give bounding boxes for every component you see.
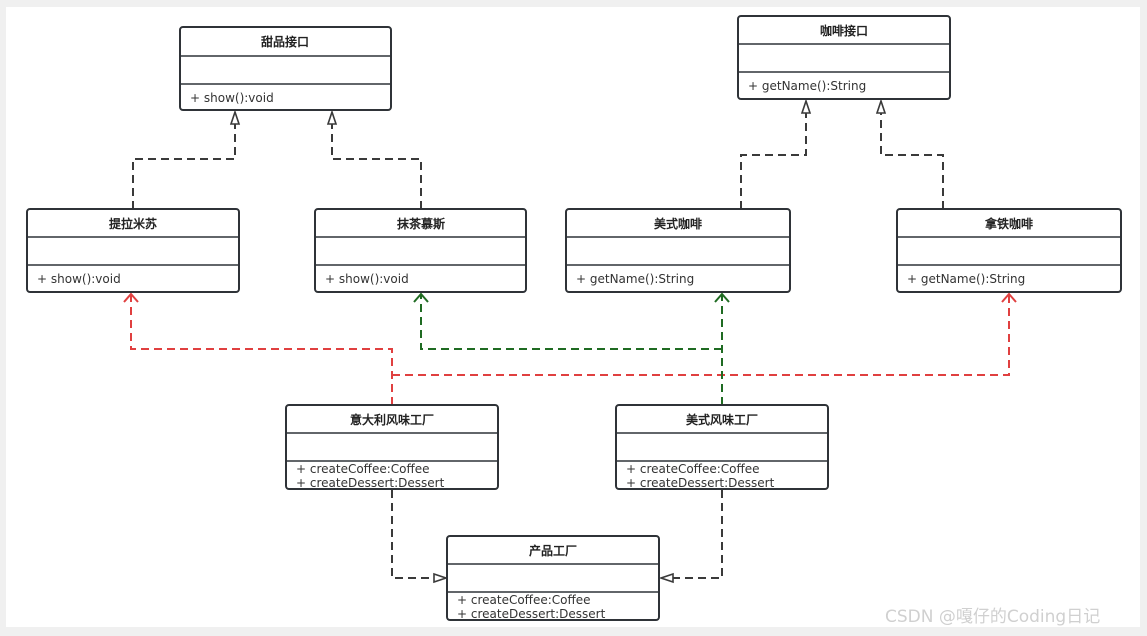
realization-latte: [880, 113, 944, 209]
class-name: 美式风味工厂: [686, 412, 758, 427]
class-matcha-mousse[interactable]: 抹茶慕斯 + show():void: [314, 208, 527, 293]
class-latte[interactable]: 拿铁咖啡 + getName():String: [896, 208, 1122, 293]
open-arrow-icon: [1001, 292, 1017, 303]
connectors: [123, 98, 1017, 584]
method: + createDessert:Dessert: [296, 476, 445, 490]
class-italian-factory[interactable]: 意大利风味工厂 + createCoffee:Coffee + createDe…: [285, 404, 499, 490]
class-name: 抹茶慕斯: [397, 216, 445, 231]
method: + getName():String: [748, 79, 866, 93]
diagram-background: [6, 7, 1140, 627]
watermark: CSDN @嘎仔的Coding日记: [885, 607, 1100, 627]
realization-italian-factory: [391, 490, 434, 579]
method: + createCoffee:Coffee: [457, 593, 591, 607]
method: + createDessert:Dessert: [626, 476, 775, 490]
hollow-arrow-icon: [800, 98, 812, 114]
method: + show():void: [325, 272, 409, 286]
class-name: 拿铁咖啡: [984, 216, 1033, 231]
class-dessert-interface[interactable]: 甜品接口 + show():void: [179, 26, 392, 111]
realization-american-factory: [673, 490, 723, 579]
method: + createDessert:Dessert: [457, 607, 606, 621]
method: + getName():String: [907, 272, 1025, 286]
class-name: 咖啡接口: [820, 23, 868, 38]
hollow-arrow-icon: [658, 572, 674, 584]
realization-matcha: [331, 124, 422, 209]
dependency-italian-latte: [392, 295, 1010, 376]
method: + getName():String: [576, 272, 694, 286]
class-american-coffee[interactable]: 美式咖啡 + getName():String: [565, 208, 791, 293]
class-name: 甜品接口: [261, 34, 309, 49]
open-arrow-icon: [714, 292, 730, 303]
class-coffee-interface[interactable]: 咖啡接口 + getName():String: [737, 15, 951, 100]
class-name: 意大利风味工厂: [350, 412, 434, 427]
hollow-arrow-icon: [229, 109, 241, 125]
hollow-arrow-icon: [433, 572, 449, 584]
method: + createCoffee:Coffee: [626, 462, 760, 476]
class-tiramisu[interactable]: 提拉米苏 + show():void: [26, 208, 240, 293]
realization-american-coffee: [740, 113, 807, 209]
hollow-arrow-icon: [326, 109, 338, 125]
realization-tiramisu: [132, 124, 236, 209]
method: + createCoffee:Coffee: [296, 462, 430, 476]
hollow-arrow-icon: [875, 98, 887, 114]
class-american-factory[interactable]: 美式风味工厂 + createCoffee:Coffee + createDes…: [615, 404, 829, 490]
class-name: 美式咖啡: [654, 216, 702, 231]
open-arrow-icon: [413, 292, 429, 303]
method: + show():void: [37, 272, 121, 286]
dependency-american-matcha: [420, 295, 722, 350]
dependency-italian-tiramisu: [130, 295, 393, 405]
method: + show():void: [190, 91, 274, 105]
class-name: 提拉米苏: [109, 216, 157, 231]
class-name: 产品工厂: [529, 543, 577, 558]
open-arrow-icon: [123, 292, 139, 303]
class-product-factory[interactable]: 产品工厂 + createCoffee:Coffee + createDesse…: [446, 535, 660, 621]
